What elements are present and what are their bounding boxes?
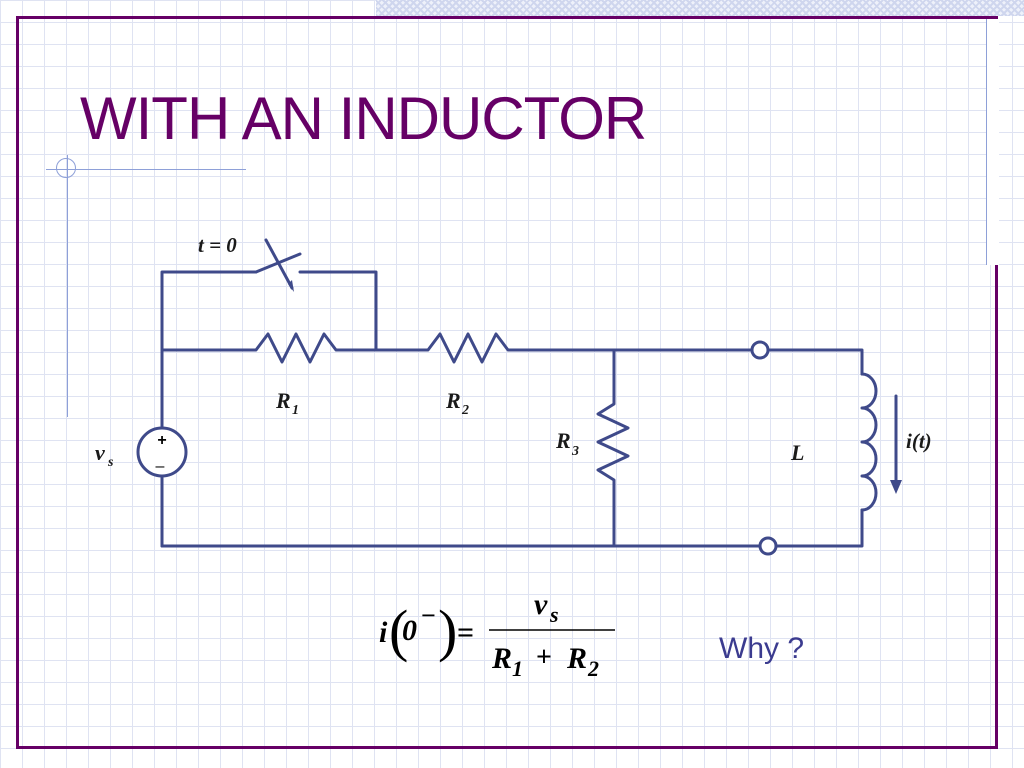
crosshair-horizontal-line xyxy=(46,169,246,170)
eq-denominator-r1-sub: 1 xyxy=(512,656,523,681)
inductor-coil xyxy=(860,372,878,512)
r3-label-sub: 3 xyxy=(571,444,579,459)
current-label: i(t) xyxy=(906,429,932,453)
crosshair-circle-icon xyxy=(56,158,76,178)
eq-open-paren: ( xyxy=(389,598,408,663)
frame-accent-line xyxy=(986,19,999,265)
r3-label: R xyxy=(555,428,571,453)
eq-numerator-sub: s xyxy=(549,602,559,627)
r1-label: R xyxy=(275,388,291,413)
switch-arrow-line xyxy=(264,238,294,290)
eq-denominator-r1: R xyxy=(491,642,512,675)
crosshair-vertical-line xyxy=(67,155,68,417)
switch-arrow-head xyxy=(288,280,294,292)
switch-right-wire xyxy=(298,270,378,352)
eq-close-paren: ) xyxy=(438,598,457,663)
source-minus-sign: – xyxy=(156,458,165,475)
eq-numerator-v: v xyxy=(534,588,548,621)
source-plus-sign: + xyxy=(157,432,166,449)
top-wire-with-r1-r2 xyxy=(160,332,754,364)
r1-label-sub: 1 xyxy=(292,403,299,418)
switch-label: t = 0 xyxy=(198,233,237,257)
voltage-source xyxy=(136,426,188,478)
eq-denominator-r2: R xyxy=(566,642,587,675)
top-pattern-band xyxy=(376,0,1024,16)
eq-minus-sup: − xyxy=(421,601,436,630)
source-label-sub: s xyxy=(107,455,114,470)
switch-left-wire xyxy=(160,270,258,352)
eq-i: i xyxy=(379,616,388,649)
terminal-bottom xyxy=(758,536,778,556)
inductor-bottom-wire xyxy=(774,508,864,548)
why-question-text: Why ? xyxy=(719,632,805,665)
eq-zero: 0 xyxy=(402,614,417,647)
inductor-top-wire xyxy=(766,348,864,376)
r2-label: R xyxy=(445,388,461,413)
current-arrow-head xyxy=(890,480,902,494)
inductor-label: L xyxy=(790,440,804,465)
slide-frame xyxy=(16,16,998,749)
eq-equals: = xyxy=(457,616,474,649)
eq-denominator-plus: + xyxy=(536,642,552,673)
r2-label-sub: 2 xyxy=(461,403,469,418)
slide-title: WITH AN INDUCTOR xyxy=(80,85,647,152)
r3-branch xyxy=(596,348,630,548)
terminal-top xyxy=(750,340,770,360)
eq-denominator-r2-sub: 2 xyxy=(587,656,599,681)
source-label: v xyxy=(95,440,105,465)
